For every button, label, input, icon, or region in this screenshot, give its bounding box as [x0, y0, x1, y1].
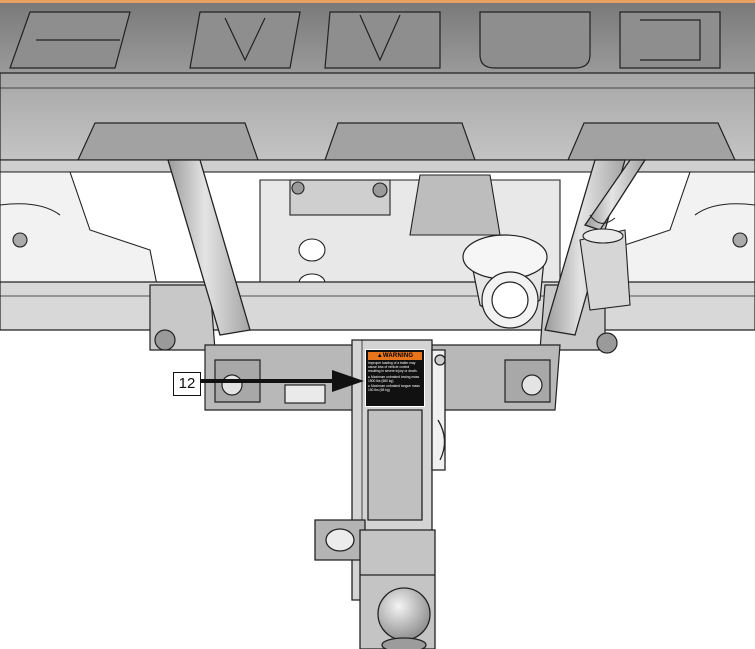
warning-body: Improper loading of a trailer may cause … [368, 361, 422, 392]
warning-label: ▲WARNING Improper loading of a trailer m… [365, 349, 425, 407]
ball-mount [314, 519, 436, 649]
callout-number-12: 12 [173, 372, 201, 396]
top-accent-strip [0, 0, 755, 3]
wire-harness [579, 214, 631, 311]
trailer-connector [462, 234, 548, 329]
warning-bullet-towing-mass: Maximum unbraked towing mass 1500 lbs (6… [368, 375, 422, 383]
bumper-top [0, 3, 755, 73]
warning-header-text: WARNING [382, 353, 414, 359]
bumper-lower [0, 72, 755, 161]
callout-arrow [201, 370, 364, 392]
warning-text: Improper loading of a trailer may cause … [368, 361, 418, 374]
underbody-frame [0, 159, 755, 301]
warning-bullet-tongue-mass: Maximum unbraked tongue mass 150 lbs (68… [368, 384, 422, 392]
warning-triangle-icon: ▲ [376, 353, 383, 359]
warning-header: ▲WARNING [368, 352, 422, 360]
